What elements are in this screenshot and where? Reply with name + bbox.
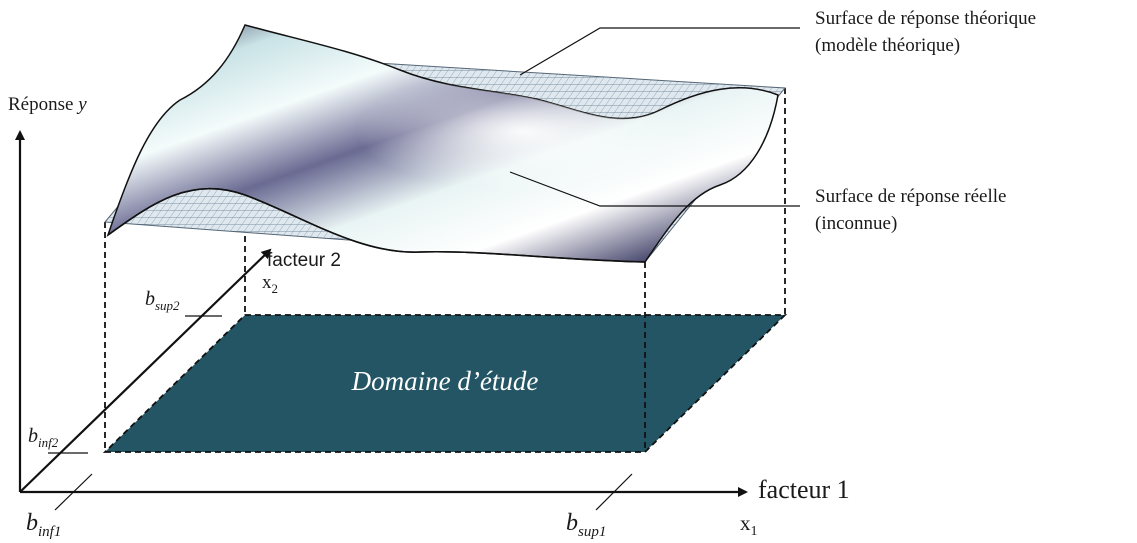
binf2-label: binf2 [28,425,59,450]
surface-front-edge [107,187,646,263]
study-domain-label: Domaine d’étude [351,366,539,396]
x1-base: x [740,511,751,535]
binf1-label: binf1 [26,510,61,540]
binf2-sub: inf2 [38,435,59,450]
bsup2-base: b [145,288,155,310]
bsup2-label: bsup2 [145,288,180,313]
real-surface-label-line2: (inconnue) [815,213,897,234]
binf1-sub: inf1 [38,524,61,540]
tick-binf1 [54,473,93,511]
x1-label: x1 [740,511,758,539]
x2-sub: 2 [272,281,279,296]
leader-real-surface [509,171,800,207]
response-axis-prefix: Réponse [8,94,78,115]
bsup1-sub: sup1 [578,524,606,540]
leader-theoretical-surface [519,27,800,76]
binf1-base: b [26,510,38,536]
x1-sub: 1 [751,524,758,539]
response-axis-label: Réponse y [8,94,87,115]
factor2-axis [19,248,272,493]
theoretical-surface-label-line1: Surface de réponse théorique [815,8,1036,29]
binf2-base: b [28,425,38,447]
real-surface-label-line1: Surface de réponse réelle [815,186,1006,207]
factor1-label: facteur 1 [758,475,850,504]
response-axis-var: y [76,94,87,115]
bsup1-label: bsup1 [566,510,606,540]
factor2-label: facteur 2 [267,250,341,271]
bsup1-base: b [566,510,578,536]
bsup2-sub: sup2 [155,298,180,313]
x2-base: x [262,272,272,293]
real-response-surface-highlight [108,25,778,262]
study-domain [102,314,788,453]
x2-label: x2 [262,272,278,296]
theoretical-surface-label-line2: (modèle théorique) [815,35,960,56]
tick-bsup1 [595,473,633,511]
